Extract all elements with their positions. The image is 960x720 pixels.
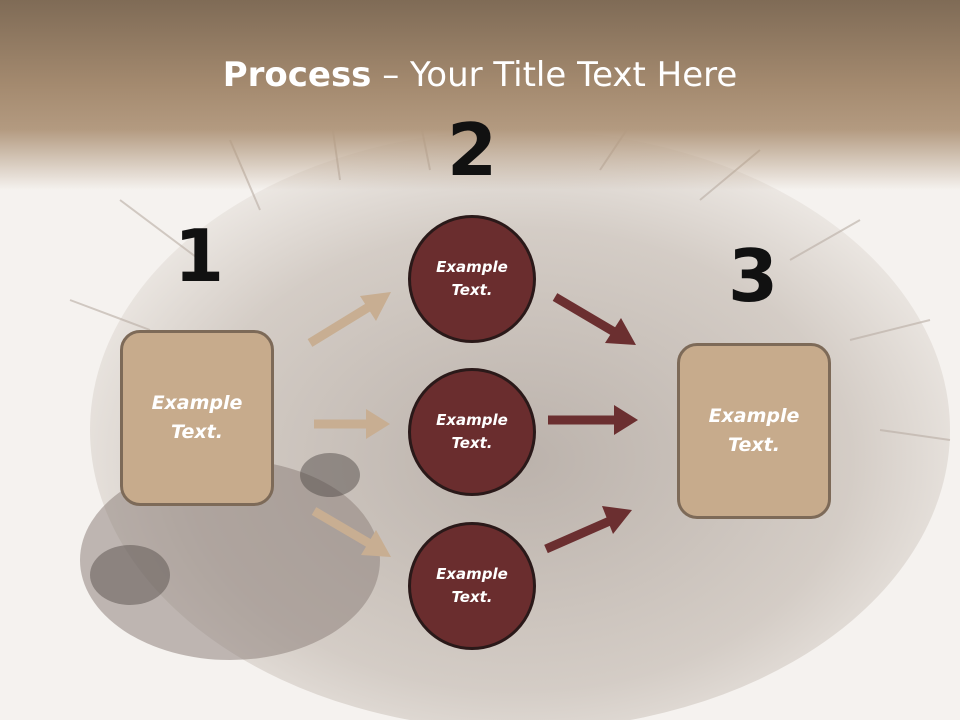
- circle-top: Example Text.: [408, 215, 536, 343]
- title-band: [0, 0, 960, 190]
- arrow-left-upper: [307, 292, 391, 347]
- step-number-2: 2: [446, 108, 498, 192]
- arrow-right-lower: [544, 506, 632, 554]
- arrow-right-middle: [548, 405, 638, 435]
- slide-title-rest: – Your Title Text Here: [371, 55, 738, 95]
- circle-bottom-label: Example Text.: [436, 565, 508, 606]
- left-box: Example Text.: [120, 330, 274, 506]
- right-box-label: Example Text.: [708, 405, 800, 456]
- step-number-3: 3: [727, 234, 779, 318]
- circle-middle: Example Text.: [408, 368, 536, 496]
- left-box-label: Example Text.: [151, 392, 243, 443]
- slide-title: Process – Your Title Text Here: [0, 52, 960, 98]
- arrow-left-middle: [314, 409, 390, 439]
- arrow-right-upper: [552, 293, 636, 345]
- circle-top-label: Example Text.: [436, 258, 508, 299]
- circle-middle-label: Example Text.: [436, 411, 508, 452]
- slide-title-bold: Process: [222, 55, 372, 95]
- circle-bottom: Example Text.: [408, 522, 536, 650]
- arrow-left-lower: [311, 507, 391, 557]
- right-box: Example Text.: [677, 343, 831, 519]
- step-number-1: 1: [173, 214, 225, 298]
